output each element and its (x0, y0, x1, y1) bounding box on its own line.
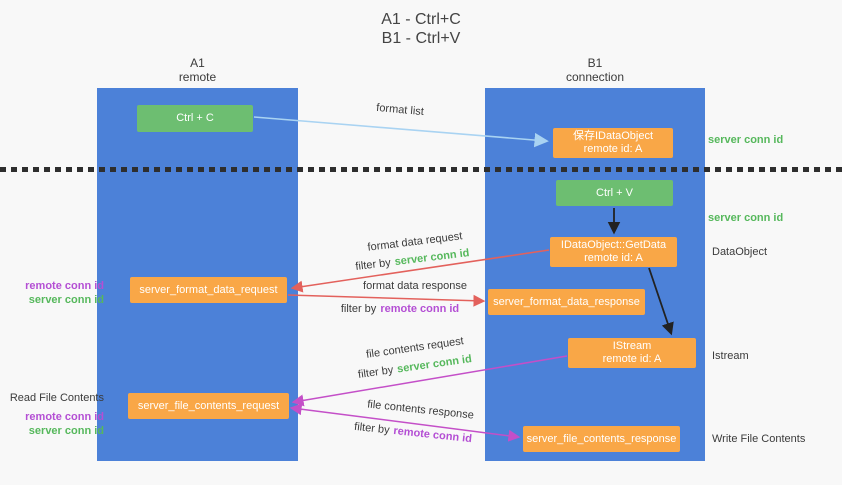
read-file-contents-annotation: Read File Contents (9, 392, 104, 404)
dataobject-annotation: DataObject (712, 246, 768, 258)
lifeline-a1-name: remote (178, 70, 217, 84)
filter-by-text: filter by (353, 420, 391, 437)
server-format-data-request-node: server_format_data_request (130, 277, 287, 303)
phase-separator (0, 167, 842, 172)
server-conn-id-annotation: server conn id (28, 294, 104, 306)
remote-conn-id-text: remote conn id (392, 424, 473, 446)
remote-conn-id-annotation: remote conn id (25, 280, 104, 292)
format-data-response-arrow (287, 294, 486, 307)
istream-line2: remote id: A (602, 353, 662, 365)
server-file-contents-response-node: server_file_contents_response (523, 426, 680, 452)
server-format-data-response-node: server_format_data_response (488, 289, 645, 315)
getdata-node: IDataObject::GetData remote id: A (550, 237, 677, 267)
ctrl-v-node: Ctrl + V (556, 180, 673, 206)
istream-annotation: Istream (712, 350, 749, 362)
remote-conn-id-annotation: remote conn id (25, 411, 104, 423)
istream-line1: IStream (612, 340, 652, 352)
filter-by-text: filter by (357, 364, 395, 381)
lifeline-a1-id: A1 (190, 56, 205, 70)
diagram-title: A1 - Ctrl+C B1 - Ctrl+V (0, 10, 842, 48)
lifeline-b1-name: connection (565, 70, 625, 84)
remote-conn-id-text: remote conn id (380, 303, 460, 315)
lifeline-b1-id: B1 (587, 56, 603, 70)
save-dataobject-line2: remote id: A (583, 143, 643, 155)
title-line-2: B1 - Ctrl+V (381, 30, 461, 47)
server-conn-id-annotation: server conn id (28, 425, 104, 437)
format-request-conn-ids: remote conn id server conn id (0, 279, 104, 307)
file-request-conn-ids: remote conn id server conn id (0, 410, 104, 438)
write-file-contents-annotation: Write File Contents (712, 433, 806, 445)
lifeline-b1-header: B1 connection (485, 56, 705, 84)
ctrl-v-label: Ctrl + V (596, 186, 633, 199)
title-line-1: A1 - Ctrl+C (381, 11, 461, 28)
istream-node: IStream remote id: A (568, 338, 696, 368)
ctrl-c-label: Ctrl + C (176, 112, 214, 124)
file-contents-response-label: file contents response (366, 398, 475, 422)
server-conn-id-annotation-ctrlv: server conn id (708, 212, 784, 224)
server-format-data-response-label: server_format_data_response (493, 295, 640, 308)
server-conn-id-text: server conn id (396, 353, 473, 376)
format-list-label: format list (375, 101, 425, 119)
save-dataobject-node: 保存IDataObject remote id: A (553, 128, 673, 158)
server-file-contents-response-label: server_file_contents_response (526, 432, 677, 445)
server-file-contents-request-label: server_file_contents_request (137, 399, 280, 412)
format-data-response-label: format data response (363, 280, 467, 292)
server-format-data-request-label: server_format_data_request (139, 283, 278, 296)
ctrl-c-node: Ctrl + C (137, 105, 253, 132)
filter-by-text: filter by (354, 256, 392, 273)
getdata-line2: remote id: A (584, 252, 643, 264)
save-dataobject-line1: 保存IDataObject (572, 130, 654, 142)
filter-by-text: filter by (340, 303, 377, 315)
server-conn-id-text: server conn id (393, 247, 471, 269)
server-conn-id-annotation-top: server conn id (708, 134, 784, 146)
lifeline-a1-header: A1 remote (97, 56, 298, 84)
getdata-line1: IDataObject::GetData (560, 239, 667, 251)
server-file-contents-request-node: server_file_contents_request (128, 393, 289, 419)
